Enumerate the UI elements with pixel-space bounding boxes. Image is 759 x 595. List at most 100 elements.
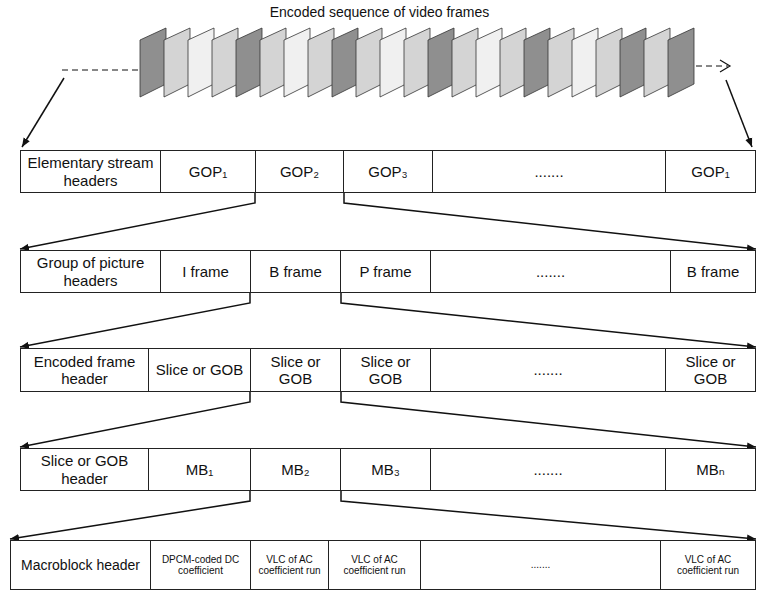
- diagram-title: Encoded sequence of video frames: [0, 4, 759, 20]
- stream-field-box: Slice or GOB: [340, 348, 431, 392]
- field-label: .......: [534, 163, 563, 180]
- zoom-line: [22, 78, 64, 147]
- stream-field-box: GOP₃: [343, 150, 433, 193]
- stream-field-box: .......: [430, 448, 666, 491]
- stream-field-box: MB₂: [250, 448, 341, 491]
- stream-field-box: Slice or GOB: [148, 348, 251, 392]
- field-label: .......: [536, 263, 565, 280]
- zoom-arrow: [20, 193, 255, 249]
- stream-field-box: GOP₁: [160, 150, 256, 193]
- continuation-arrowhead: [720, 60, 730, 72]
- field-label: GOP₁: [189, 163, 227, 180]
- stream-field-box: Slice or GOB: [665, 348, 756, 392]
- field-label: Slice or GOB: [344, 353, 427, 388]
- stream-field-box: VLC of AC coefficient run: [660, 540, 756, 590]
- stream-field-box: VLC of AC coefficient run: [250, 540, 329, 590]
- field-label: I frame: [182, 263, 229, 280]
- field-label: .......: [533, 461, 562, 478]
- video-frame: [500, 28, 526, 97]
- stream-field-box: Group of picture headers: [20, 250, 161, 293]
- video-frame: [260, 28, 286, 97]
- field-label: Group of picture headers: [24, 254, 157, 289]
- continuation-dash: [62, 70, 139, 71]
- video-frame: [188, 28, 214, 97]
- stream-field-box: Slice or GOB: [250, 348, 341, 392]
- video-frame: [308, 28, 334, 97]
- field-label: B frame: [269, 263, 322, 280]
- stream-field-box: Slice or GOB header: [20, 448, 149, 491]
- stream-field-box: .......: [430, 250, 671, 293]
- zoom-arrow: [10, 491, 250, 539]
- video-frame: [332, 28, 358, 97]
- video-frame: [452, 28, 478, 97]
- video-frame: [548, 28, 574, 97]
- field-label: B frame: [687, 263, 740, 280]
- field-label: GOP₁: [691, 163, 729, 180]
- video-frame: [572, 28, 598, 97]
- video-frame: [380, 28, 406, 97]
- zoom-arrow: [341, 491, 756, 539]
- field-label: Macroblock header: [21, 557, 140, 573]
- continuation-dash: [696, 66, 728, 67]
- stream-field-box: MB₁: [148, 448, 251, 491]
- video-frame: [524, 28, 550, 97]
- video-frame: [404, 28, 430, 97]
- field-label: P frame: [359, 263, 411, 280]
- field-label: VLC of AC coefficient run: [254, 554, 325, 577]
- zoom-arrow: [20, 293, 250, 347]
- field-label: Slice or GOB: [669, 353, 752, 388]
- zoom-line: [726, 80, 752, 147]
- video-frame: [356, 28, 382, 97]
- field-label: Slice or GOB header: [24, 452, 145, 487]
- stream-field-box: DPCM-coded DC coefficient: [150, 540, 251, 590]
- video-frame: [164, 28, 190, 97]
- field-label: MB₁: [186, 461, 214, 478]
- video-frame: [620, 28, 646, 97]
- field-label: GOP₂: [280, 163, 319, 180]
- video-frame: [428, 28, 454, 97]
- video-frame: [236, 28, 262, 97]
- zoom-arrow: [344, 193, 756, 249]
- stream-field-box: Encoded frame header: [20, 348, 149, 392]
- stream-field-box: .......: [420, 540, 661, 590]
- field-label: Slice or GOB: [156, 361, 244, 378]
- video-frame: [644, 28, 670, 97]
- stream-field-box: MB₃: [340, 448, 431, 491]
- stream-field-box: Elementary stream headers: [20, 150, 161, 193]
- video-frame: [284, 28, 310, 97]
- field-label: .......: [531, 559, 550, 571]
- field-label: VLC of AC coefficient run: [332, 554, 417, 577]
- field-label: MB₂: [281, 461, 309, 478]
- field-label: Encoded frame header: [24, 353, 145, 388]
- field-label: MBₙ: [696, 461, 724, 478]
- video-frame: [140, 28, 166, 97]
- video-frames: [140, 28, 694, 97]
- field-label: VLC of AC coefficient run: [664, 554, 752, 577]
- stream-field-box: B frame: [250, 250, 341, 293]
- field-label: GOP₃: [368, 163, 407, 180]
- stream-field-box: I frame: [160, 250, 251, 293]
- zoom-arrow: [20, 392, 250, 447]
- stream-field-box: Macroblock header: [10, 540, 151, 590]
- field-label: Elementary stream headers: [24, 154, 157, 189]
- field-label: DPCM-coded DC coefficient: [154, 554, 247, 577]
- field-label: MB₃: [371, 461, 400, 478]
- zoom-arrow: [341, 392, 756, 447]
- video-frame: [596, 28, 622, 97]
- stream-field-box: GOP₁: [665, 150, 756, 193]
- stream-field-box: .......: [432, 150, 666, 193]
- stream-field-box: MBₙ: [665, 448, 756, 491]
- video-frame: [212, 28, 238, 97]
- stream-field-box: P frame: [340, 250, 431, 293]
- stream-field-box: VLC of AC coefficient run: [328, 540, 421, 590]
- field-label: .......: [533, 361, 562, 378]
- video-frame: [476, 28, 502, 97]
- video-frame: [668, 28, 694, 97]
- field-label: Slice or GOB: [254, 353, 337, 388]
- stream-field-box: B frame: [670, 250, 756, 293]
- zoom-arrow: [341, 293, 756, 347]
- stream-field-box: .......: [430, 348, 666, 392]
